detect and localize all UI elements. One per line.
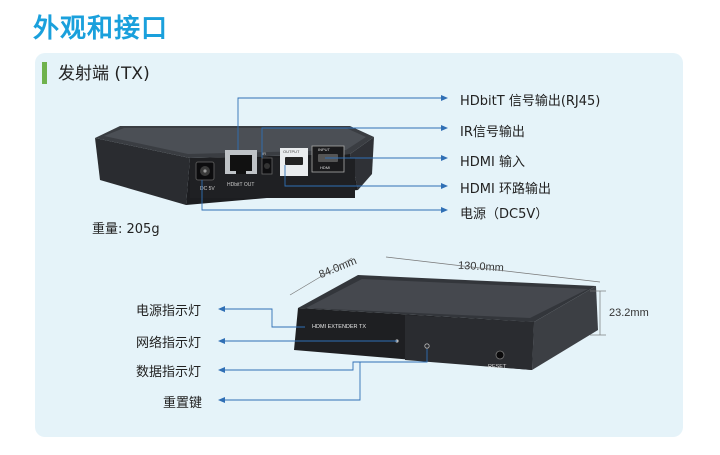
rear-leader-lines bbox=[201, 97, 444, 211]
label-hdmi-in: HDMI 输入 bbox=[460, 155, 525, 170]
content-panel bbox=[35, 53, 683, 437]
label-ir-out: IR信号输出 bbox=[460, 125, 525, 140]
dimension-height: 23.2mm bbox=[609, 307, 649, 319]
section-accent-bar bbox=[42, 62, 47, 84]
label-power-dc5v: 电源（DC5V） bbox=[460, 207, 549, 222]
section-title: 发射端 (TX) bbox=[58, 64, 150, 84]
tx-rear-device-image: DC 5V HDbitT OUT IR OUTPUT INPUT HDMI bbox=[95, 126, 374, 205]
rear-ir-text: IR bbox=[262, 151, 266, 156]
label-power-led: 电源指示灯 bbox=[136, 304, 202, 319]
rear-leader-arrows bbox=[441, 95, 448, 213]
front-leader-arrows bbox=[218, 306, 225, 403]
label-reset-button: 重置键 bbox=[163, 396, 203, 411]
front-reset-text: RESET bbox=[488, 364, 507, 370]
dimension-lines bbox=[289, 256, 606, 336]
rear-hdmi-out-text: OUTPUT bbox=[283, 149, 300, 154]
label-data-led: 数据指示灯 bbox=[136, 365, 202, 380]
page-title: 外观和接口 bbox=[33, 14, 169, 44]
tx-front-device-image: HDMI EXTENDER TX RESET bbox=[294, 275, 598, 370]
rear-hdmi-in-text: INPUT bbox=[318, 147, 331, 152]
rear-hdmi-text: HDMI bbox=[320, 165, 330, 170]
front-brand-text: HDMI EXTENDER TX bbox=[312, 324, 366, 330]
label-hdmi-loop-out: HDMI 环路输出 bbox=[460, 182, 551, 197]
label-network-led: 网络指示灯 bbox=[136, 336, 202, 351]
front-leader-lines bbox=[225, 308, 428, 401]
label-hdbitt-out: HDbitT 信号输出(RJ45) bbox=[460, 94, 601, 109]
weight-label: 重量: 205g bbox=[92, 222, 160, 237]
rear-dc-text: DC 5V bbox=[200, 186, 215, 192]
rear-rj45-text: HDbitT OUT bbox=[227, 182, 254, 188]
